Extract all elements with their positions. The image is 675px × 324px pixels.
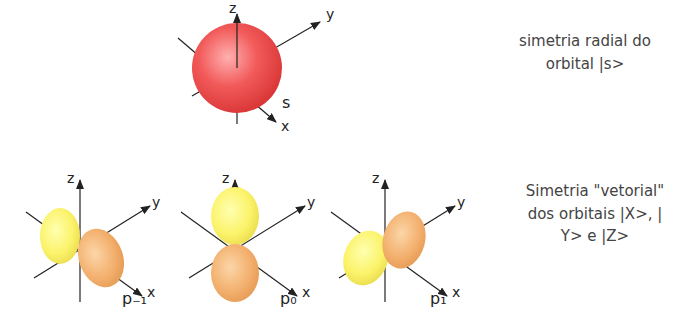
axis-label: y [326, 6, 334, 22]
axis-label: z [372, 170, 379, 186]
caption: simetria radial do orbital |s> [500, 30, 670, 75]
lobe-yellow [40, 208, 80, 264]
axis-label: z [229, 0, 236, 16]
p-minus-axes [26, 180, 150, 302]
axis-label: z [222, 170, 229, 186]
orbital-name: s [282, 94, 290, 112]
orbital-name: p₁ [430, 290, 447, 308]
lobe-orange [211, 244, 259, 302]
lobe-yellow [211, 187, 259, 245]
orbital-name: p₀ [280, 290, 297, 308]
lobe-orange [70, 222, 132, 293]
axis-label: y [457, 194, 465, 210]
orbital-name: p₋₁ [122, 290, 147, 308]
p-plus-axes [331, 180, 455, 302]
axis-label: y [307, 194, 315, 210]
lobe-orange [376, 207, 432, 274]
p-zero-axes [181, 180, 305, 302]
axis-label: x [452, 284, 460, 300]
axis-label: y [152, 194, 160, 210]
axis-label: x [302, 284, 310, 300]
axis-label: z [67, 170, 74, 186]
axis-label: x [147, 284, 155, 300]
s-orbital [178, 14, 320, 124]
s-sphere [192, 23, 282, 113]
caption: Simetria "vetorial" dos orbitais |X>, | … [520, 180, 670, 248]
s-axes-front [236, 23, 237, 68]
axis-label: x [281, 118, 289, 134]
